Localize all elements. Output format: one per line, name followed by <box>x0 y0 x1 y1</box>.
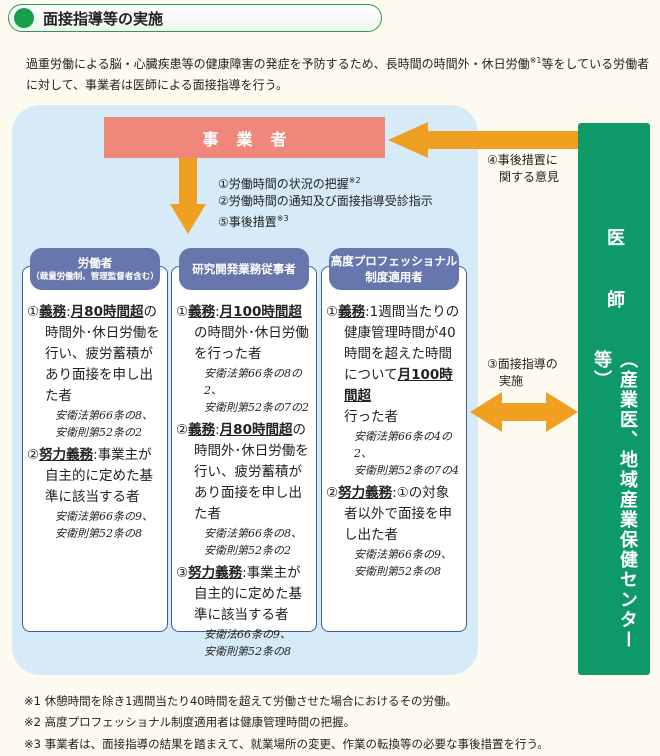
intro-text: 過重労働による脳・心臓疾患等の健康障害の発症を予防するため、長時間の時間外・休日… <box>26 56 650 92</box>
left-arrow-icon <box>388 122 580 158</box>
law-reference: 安衛則第52条の2 <box>204 544 291 557</box>
law-reference: 安衛則第52条の8 <box>354 565 441 578</box>
law-reference: 安衛法第66条の9、 <box>55 510 153 523</box>
column-1: 研究開発業務従事者 ①義務:月100時間超の時間外･休日労働を行った者安衛法第6… <box>171 248 317 664</box>
interview-label: ③面接指導の実施 <box>487 357 558 388</box>
column-box <box>321 266 467 632</box>
criteria-item: ②努力義務:①の対象者以外で面接を申し出た者安衛法第66条の9、安衛則第52条の… <box>326 483 462 580</box>
law-reference: 安衛則第52条の7の2 <box>204 401 309 414</box>
step-1: ①労働時間の状況の把握※2 <box>218 176 361 191</box>
criteria-item: ①義務:月100時間超の時間外･休日労働を行った者安衛法第66条の8の2、安衛則… <box>176 302 312 416</box>
law-reference: 安衛則第52条の8 <box>204 645 291 658</box>
section-title-text: 面接指導等の実施 <box>43 9 164 28</box>
step-2: ②労働時間の通知及び面接指導受診指示 <box>218 194 433 208</box>
section-title: 面接指導等の実施 <box>8 4 382 32</box>
bullet-icon <box>14 8 34 28</box>
column-header: 労働者 （裁量労働制、管理監督者含む） <box>30 248 160 290</box>
step-5: ⑤事後措置※3 <box>218 214 289 229</box>
column-2: 高度プロフェッショナル 制度適用者 ①義務:1週間当たりの健康管理時間が40時間… <box>321 248 467 632</box>
column-header: 高度プロフェッショナル 制度適用者 <box>329 248 459 290</box>
criteria-item: ①義務:月80時間超の時間外･休日労働を行い、疲労蓄積があり面接を申し出た者安衛… <box>27 302 163 441</box>
doctor-box: 医師（産業医、地域産業保健センター等） <box>578 123 650 675</box>
double-arrow-icon <box>470 392 578 432</box>
footnote-2: ※2 高度プロフェッショナル制度適用者は健康管理時間の把握。 <box>24 715 356 729</box>
law-reference: 安衛法66条の9、 <box>204 628 291 641</box>
law-reference: 安衛法第66条の8、 <box>204 527 302 540</box>
footnote-3: ※3 事業者は、面接指導の結果を踏まえて、就業場所の変更、作業の転換等の必要な事… <box>24 737 549 751</box>
criteria-item: ②努力義務:事業主が自主的に定めた基準に該当する者安衛法第66条の9、安衛則第5… <box>27 445 163 542</box>
column-header: 研究開発業務従事者 <box>179 248 309 290</box>
criteria-item: ①義務:1週間当たりの健康管理時間が40時間を超えた時間について月100時間超行… <box>326 302 462 479</box>
law-reference: 安衛法第66条の8の2、 <box>204 367 302 397</box>
down-arrow-icon <box>170 158 206 234</box>
law-reference: 安衛法第66条の4の2、 <box>354 430 452 460</box>
column-box <box>22 266 168 632</box>
footnote-1: ※1 休憩時間を除き1週間当たり40時間を超えて労働させた場合におけるその労働。 <box>24 694 457 708</box>
opinion-label: ④事後措置に関する意見 <box>487 153 560 184</box>
employer-box: 事業者 <box>104 117 385 158</box>
column-0: 労働者 （裁量労働制、管理監督者含む） ①義務:月80時間超の時間外･休日労働を… <box>22 248 168 632</box>
law-reference: 安衛法第66条の8、 <box>55 409 153 422</box>
criteria-item: ②義務:月80時間超の時間外･休日労働を行い、疲労蓄積があり面接を申し出た者安衛… <box>176 420 312 559</box>
law-reference: 安衛則第52条の2 <box>55 426 142 439</box>
column-box <box>171 266 317 632</box>
employer-steps: ①労働時間の状況の把握※2 ②労働時間の通知及び面接指導受診指示 ⑤事後措置※3 <box>218 172 433 231</box>
law-reference: 安衛則第52条の8 <box>55 527 142 540</box>
law-reference: 安衛法第66条の9、 <box>354 548 452 561</box>
criteria-item: ③努力義務:事業主が自主的に定めた基準に該当する者安衛法66条の9、安衛則第52… <box>176 563 312 660</box>
law-reference: 安衛則第52条の7の4 <box>354 464 459 477</box>
